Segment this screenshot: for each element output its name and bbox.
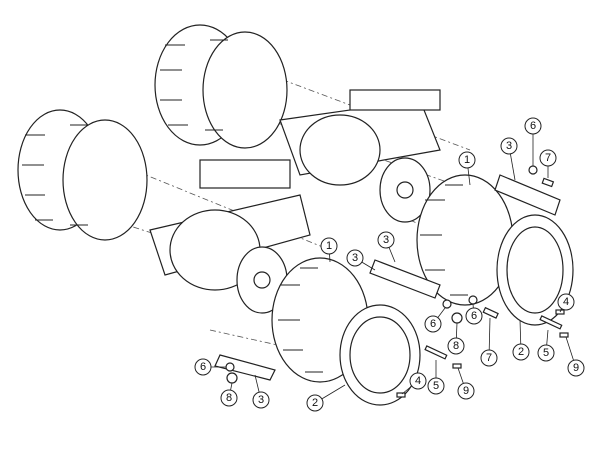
callout-3-bracket: 3 bbox=[500, 137, 518, 181]
callout-circle bbox=[252, 391, 270, 409]
callout-4-screw: 4 bbox=[401, 372, 427, 395]
callout-number: 9 bbox=[573, 362, 579, 374]
callout-9-screw: 9 bbox=[565, 336, 585, 377]
track-front-left bbox=[17, 109, 148, 241]
callout-circle bbox=[539, 149, 557, 167]
callout-number: 5 bbox=[543, 347, 549, 359]
callout-circle bbox=[427, 377, 445, 395]
callout-6-washer: 6 bbox=[424, 307, 446, 333]
callout-circle bbox=[557, 293, 575, 311]
brackets bbox=[214, 174, 561, 381]
callout-8-nut: 8 bbox=[447, 322, 465, 355]
callout-number: 3 bbox=[258, 394, 264, 406]
track-right-front bbox=[271, 257, 421, 406]
rear-axle bbox=[279, 89, 441, 223]
callout-4-screw: 4 bbox=[557, 293, 575, 313]
callout-8-nut: 8 bbox=[220, 382, 238, 407]
callout-number: 9 bbox=[463, 385, 469, 397]
callout-circle bbox=[524, 117, 542, 135]
callout-number: 6 bbox=[430, 318, 436, 330]
callout-circle bbox=[458, 151, 476, 169]
callout-circle bbox=[567, 359, 585, 377]
callout-circle bbox=[409, 372, 427, 390]
callout-number: 3 bbox=[506, 140, 512, 152]
callout-circle bbox=[512, 343, 530, 361]
callout-6-washer: 6 bbox=[465, 303, 483, 325]
callout-9-screw: 9 bbox=[457, 367, 475, 400]
callout-6-washer: 6 bbox=[524, 117, 542, 166]
callout-circle bbox=[320, 237, 338, 255]
callout-circle bbox=[194, 358, 212, 376]
callout-2-wheel-rim: 2 bbox=[512, 319, 530, 361]
callout-5-bolt: 5 bbox=[427, 360, 445, 395]
callout-circle bbox=[537, 344, 555, 362]
hardware bbox=[225, 165, 569, 398]
callout-number: 2 bbox=[312, 397, 318, 409]
callout-number: 1 bbox=[464, 154, 470, 166]
callout-3-bracket: 3 bbox=[346, 249, 376, 271]
callout-circle bbox=[500, 137, 518, 155]
callout-circle bbox=[424, 315, 442, 333]
callout-number: 4 bbox=[563, 296, 569, 308]
callout-7-bolt: 7 bbox=[539, 149, 557, 178]
callout-3-bracket: 3 bbox=[377, 231, 396, 263]
callout-circle bbox=[220, 389, 238, 407]
callout-circle bbox=[457, 382, 475, 400]
front-axle bbox=[149, 159, 311, 314]
callout-number: 3 bbox=[383, 234, 389, 246]
callout-7-bolt: 7 bbox=[480, 317, 498, 367]
callout-5-bolt: 5 bbox=[537, 329, 555, 362]
callout-number: 6 bbox=[471, 310, 477, 322]
callout-circle bbox=[480, 349, 498, 367]
callout-1-track-band: 1 bbox=[320, 237, 338, 263]
callout-number: 7 bbox=[545, 152, 551, 164]
callout-2-wheel-rim: 2 bbox=[306, 384, 346, 412]
callout-circle bbox=[447, 337, 465, 355]
callout-1-track-band: 1 bbox=[458, 151, 476, 186]
callout-6-washer: 6 bbox=[194, 358, 226, 376]
callout-number: 8 bbox=[226, 392, 232, 404]
callout-number: 1 bbox=[326, 240, 332, 252]
callout-number: 4 bbox=[415, 375, 421, 387]
callout-circle bbox=[346, 249, 364, 267]
track-right-rear bbox=[416, 174, 574, 326]
callout-number: 7 bbox=[486, 352, 492, 364]
track-rear-top bbox=[154, 24, 288, 149]
callout-number: 3 bbox=[352, 252, 358, 264]
callout-number: 5 bbox=[433, 380, 439, 392]
callout-number: 8 bbox=[453, 340, 459, 352]
callout-number: 2 bbox=[518, 346, 524, 358]
callout-circle bbox=[377, 231, 395, 249]
callout-3-bracket: 3 bbox=[252, 374, 270, 409]
callout-circle bbox=[306, 394, 324, 412]
callout-number: 6 bbox=[530, 120, 536, 132]
callout-number: 6 bbox=[200, 361, 206, 373]
callout-circle bbox=[465, 307, 483, 325]
